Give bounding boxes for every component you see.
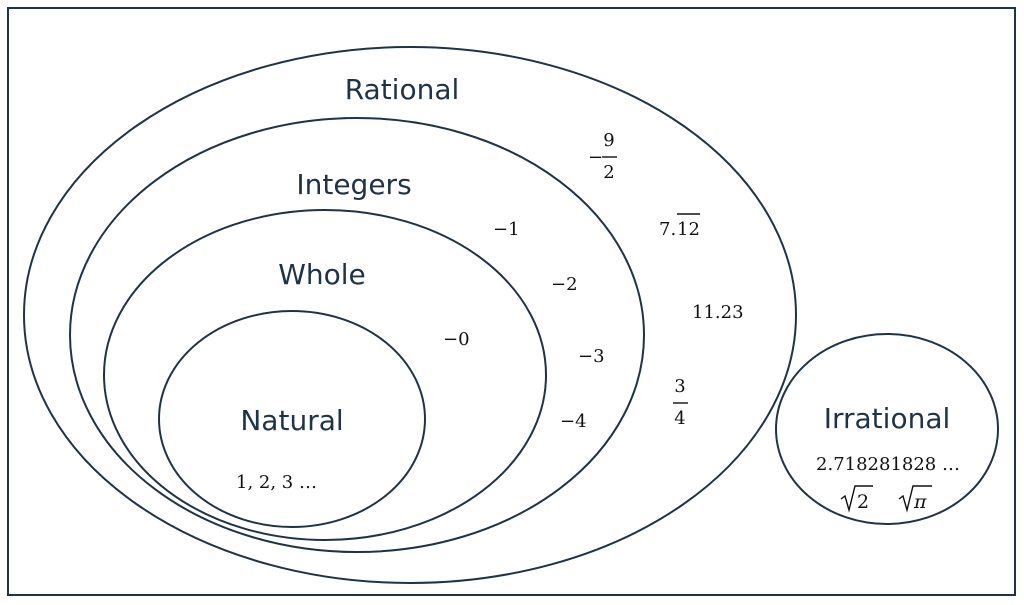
natural-example-list: 1, 2, 3 …	[236, 472, 317, 493]
integer-example-neg-four: −4	[560, 411, 587, 432]
whole-example-zero: −0	[443, 329, 470, 350]
integer-example-neg-two: −2	[551, 274, 578, 295]
integers-set-ellipse	[69, 117, 645, 553]
fraction-numerator: 9	[603, 130, 614, 151]
fraction-denominator: 4	[674, 408, 685, 429]
frame-border	[7, 7, 1016, 596]
integers-label: Integers	[296, 168, 411, 201]
fraction-denominator: 2	[603, 162, 614, 183]
integer-example-neg-three: −3	[578, 346, 605, 367]
fraction-numerator: 3	[674, 376, 685, 397]
irrational-example-sqrt-pi: π	[898, 485, 932, 513]
rational-label: Rational	[345, 73, 460, 106]
repeat-whole-part: 7.	[659, 219, 676, 240]
irrational-example-sqrt-two: 2	[840, 485, 873, 513]
rational-example-decimal: 11.23	[692, 302, 744, 323]
minus-sign: −	[588, 147, 603, 168]
repeat-digits: 12	[677, 219, 700, 240]
radical-sign	[840, 485, 873, 513]
radical-sign	[898, 485, 932, 513]
rational-example-three-quarters: 3 4	[673, 376, 688, 429]
natural-label: Natural	[240, 404, 343, 437]
rational-example-neg-nine-halves: − 9 2	[588, 130, 617, 183]
irrational-example-e: 2.718281828 …	[816, 454, 960, 475]
rational-example-repeating-decimal: 7. 12	[659, 213, 700, 240]
radicand: π	[913, 491, 927, 513]
integer-example-neg-one: −1	[493, 219, 520, 240]
irrational-set-ellipse	[775, 333, 999, 525]
radicand: 2	[857, 491, 869, 513]
whole-label: Whole	[278, 258, 366, 291]
rational-set-ellipse	[23, 46, 797, 584]
irrational-label: Irrational	[824, 402, 951, 435]
natural-set-ellipse	[158, 310, 426, 528]
whole-set-ellipse	[103, 209, 547, 541]
